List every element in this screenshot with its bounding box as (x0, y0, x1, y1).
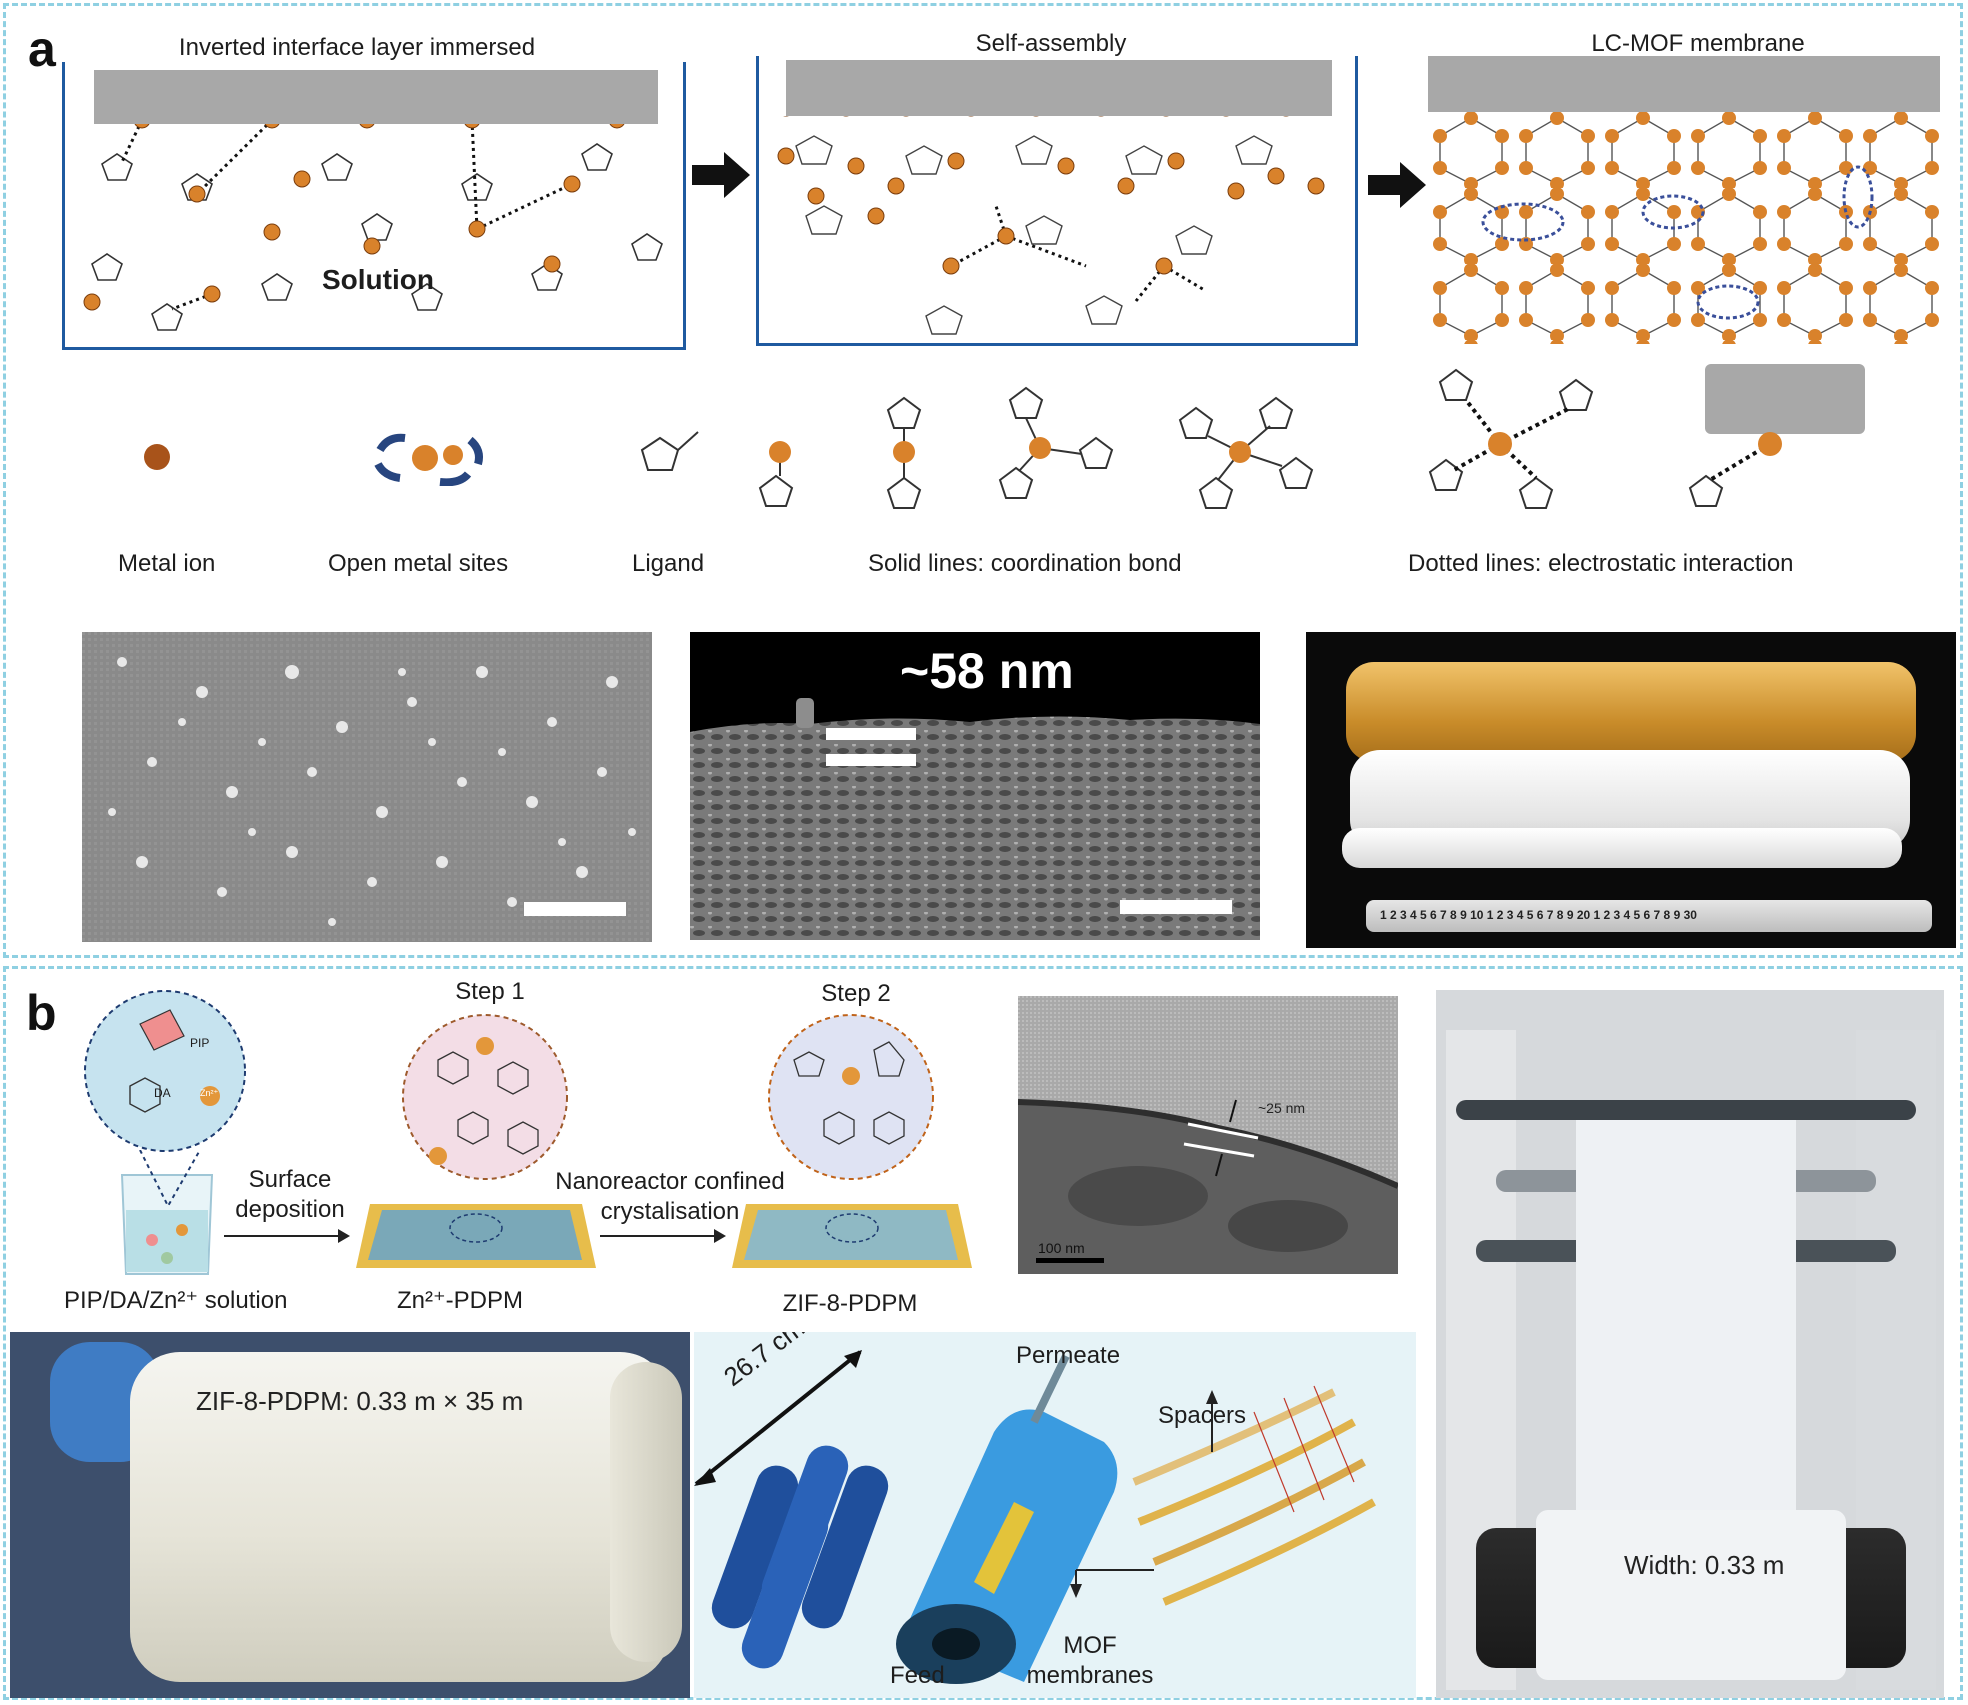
step3-title: LC-MOF membrane (1591, 30, 1805, 57)
support-tube (1342, 828, 1902, 868)
module-feed-label: Feed (890, 1662, 945, 1689)
step2-arrow (600, 1229, 726, 1243)
inset-zn-label: Zn²⁺ (200, 1088, 219, 1098)
legend-coordination-bonds-icon (758, 386, 1314, 509)
step1-arrow-label-2: deposition (235, 1196, 345, 1223)
solution-label: Solution (322, 264, 434, 295)
inset-dashed-leader (139, 1150, 201, 1209)
step1-molecules (83, 124, 663, 331)
step2-product-label: ZIF-8-PDPM (782, 1290, 918, 1317)
legend-electrostatic-icon (1428, 364, 1865, 509)
sem-thickness-marker-top (826, 728, 916, 740)
roll-to-roll-machine-photo: Width: 0.33 m (1436, 990, 1944, 1698)
ruler (1366, 900, 1932, 932)
legend-coordination-bond-label: Solid lines: coordination bond (868, 550, 1182, 577)
legend-electrostatic-label: Dotted lines: electrostatic interaction (1408, 550, 1794, 577)
ruler-numbers: 1 2 3 4 5 6 7 8 9 10 1 2 3 4 5 6 7 8 9 2… (1380, 908, 1697, 922)
step1-product-label: Zn²⁺-PDPM (397, 1287, 523, 1314)
step3-substrate (1428, 56, 1940, 112)
step2-substrate (786, 60, 1332, 116)
panel-b-frame (3, 966, 1963, 1700)
beaker-icon (120, 1174, 214, 1275)
step2-arrow-label-1: Nanoreactor confined (555, 1168, 785, 1195)
step1-substrate (94, 70, 658, 124)
inset-pip-label: PIP (190, 1036, 210, 1050)
sem-cross-section-scalebar (1120, 900, 1232, 914)
step1-membrane (356, 1204, 596, 1268)
sem-surface-scalebar (524, 902, 626, 916)
sem-thickness-marker-bottom (826, 754, 916, 766)
step1-title: Inverted interface layer immersed (178, 34, 536, 61)
step2-membrane (732, 1204, 972, 1268)
step1-title-b: Step 1 (455, 978, 525, 1005)
panel-b-letter: b (26, 985, 57, 1041)
membrane-sheet (1576, 1120, 1796, 1560)
legend-metal-ion-icon (144, 444, 170, 470)
module-schematic: 26.7 cm Permeate Spacers Feed MOF membra… (694, 1332, 1416, 1698)
machine-caption: Width: 0.33 m (1624, 1550, 1785, 1580)
step1-arrow-label-1: Surface (248, 1166, 332, 1193)
step2-molecules (777, 116, 1325, 335)
step1-inset-circle (402, 1014, 568, 1180)
panel-a-frame (3, 3, 1963, 958)
panel-a-letter: a (28, 21, 56, 77)
legend-ligand-icon (640, 431, 699, 471)
zif8-roll-photo: ZIF-8-PDPM: 0.33 m × 35 m (10, 1332, 690, 1698)
tem-scale-label: 100 nm (1038, 1240, 1085, 1256)
step2-tank (756, 56, 1358, 346)
legend-open-metal-sites-label: Open metal sites (328, 550, 509, 577)
roll-caption: ZIF-8-PDPM: 0.33 m × 35 m (196, 1386, 524, 1416)
legend-ligand-label: Ligand (632, 550, 705, 577)
sem-thickness-label: ~58 nm (900, 643, 1074, 699)
sem-cross-section-texture (690, 698, 1260, 940)
membrane-rolls-photo: 1 2 3 4 5 6 7 8 9 10 1 2 3 4 5 6 7 8 9 2… (1306, 632, 1956, 948)
sem-surface-image (82, 632, 652, 942)
tem-texture (1018, 996, 1398, 1274)
step2-inset-circle (768, 1014, 934, 1180)
tem-image: ~25 nm 100 nm (1018, 996, 1398, 1274)
roll-end-cap (610, 1362, 682, 1662)
precursor-inset-circle (84, 990, 246, 1152)
roller-top (1456, 1100, 1916, 1120)
step1-arrow (224, 1229, 350, 1243)
tem-thickness-label: ~25 nm (1258, 1100, 1306, 1116)
membrane-roll (130, 1352, 670, 1682)
step-arrow-2 (1368, 162, 1426, 208)
step1-tank (62, 62, 686, 350)
step3-mof-framework (1428, 112, 1948, 344)
legend-open-metal-sites-icon (374, 433, 483, 486)
step2-title: Self-assembly (975, 30, 1127, 57)
module-mof-label-1: MOF (1063, 1632, 1117, 1659)
precursor-solution-label: PIP/DA/Zn²⁺ solution (64, 1287, 288, 1314)
sem-cross-section-image: ~58 nm (690, 632, 1260, 940)
gold-membrane-roll (1346, 662, 1916, 762)
step2-arrow-label-2: crystalisation (600, 1198, 740, 1225)
membrane-sheet-bottom (1536, 1510, 1846, 1680)
step-arrow-1 (692, 152, 750, 198)
step2-title-b: Step 2 (821, 980, 891, 1007)
module-mof-label-2: membranes (1026, 1662, 1154, 1689)
module-drawing (694, 1350, 1376, 1684)
sem-particles (82, 632, 652, 942)
legend-metal-ion-label: Metal ion (118, 550, 216, 577)
inset-da-label: DA (154, 1086, 171, 1100)
module-spacers-label: Spacers (1158, 1402, 1247, 1429)
module-permeate-label: Permeate (1016, 1342, 1121, 1369)
